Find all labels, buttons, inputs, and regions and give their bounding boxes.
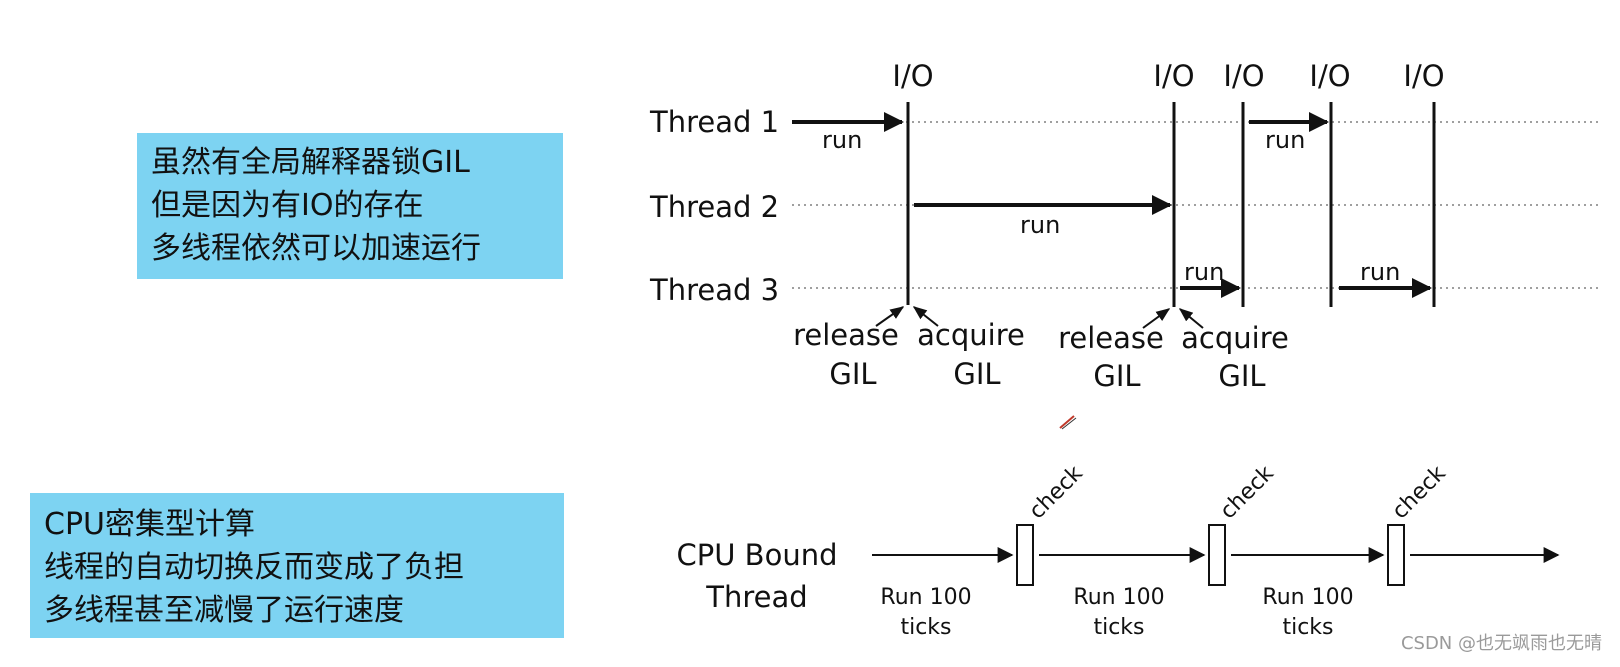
run-ticks-unit-3: ticks bbox=[1282, 615, 1333, 640]
gil-note-line-1: 虽然有全局解释器锁GIL bbox=[151, 145, 470, 180]
acquire-label-1: acquire bbox=[917, 318, 1025, 352]
check-label-3: check bbox=[1388, 461, 1451, 524]
thread-1-run-label-2: run bbox=[1265, 126, 1305, 154]
run-ticks-label-1: Run 100 bbox=[880, 585, 971, 610]
thread-2-label: Thread 2 bbox=[649, 190, 779, 224]
run-ticks-unit-2: ticks bbox=[1093, 615, 1144, 640]
release-pointer-1 bbox=[875, 306, 905, 327]
cpu-note-line-1: CPU密集型计算 bbox=[44, 507, 255, 542]
acquire-gil-label-1: GIL bbox=[953, 357, 1000, 391]
pen-cursor-icon bbox=[1059, 415, 1077, 430]
release-label-1: release bbox=[793, 318, 899, 352]
cpu-note-line-3: 多线程甚至减慢了运行速度 bbox=[44, 593, 404, 628]
io-label-5: I/O bbox=[1403, 59, 1444, 93]
gil-note-line-2: 但是因为有IO的存在 bbox=[151, 188, 424, 223]
cpu-title-line-2: Thread bbox=[705, 580, 807, 614]
run-ticks-unit-1: ticks bbox=[900, 615, 951, 640]
thread-3-label: Thread 3 bbox=[649, 273, 779, 307]
acquire-gil-label-2: GIL bbox=[1218, 359, 1265, 393]
thread-3-run-label-1: run bbox=[1184, 258, 1224, 286]
check-box-3 bbox=[1387, 524, 1405, 586]
thread-1-run-label-1: run bbox=[822, 126, 862, 154]
io-label-3: I/O bbox=[1223, 59, 1264, 93]
cpu-title-line-1: CPU Bound bbox=[677, 538, 838, 572]
watermark: CSDN @也无飒雨也无晴 bbox=[1400, 633, 1602, 654]
check-box-1 bbox=[1016, 524, 1034, 586]
thread-3-run-label-2: run bbox=[1360, 258, 1400, 286]
acquire-pointer-2 bbox=[1178, 308, 1204, 329]
io-label-2: I/O bbox=[1153, 59, 1194, 93]
io-label-4: I/O bbox=[1309, 59, 1350, 93]
cpu-note-box: CPU密集型计算 线程的自动切换反而变成了负担 多线程甚至减慢了运行速度 bbox=[30, 493, 564, 638]
release-gil-label-2: GIL bbox=[1093, 359, 1140, 393]
cpu-diagram: CPU Bound Thread check check check Run 1… bbox=[677, 461, 1560, 640]
thread-1-label: Thread 1 bbox=[649, 105, 779, 139]
io-label-1: I/O bbox=[892, 59, 933, 93]
acquire-label-2: acquire bbox=[1181, 321, 1289, 355]
io-diagram: I/O I/O I/O I/O I/O Thread 1 Thread 2 Th… bbox=[649, 59, 1600, 393]
check-label-2: check bbox=[1216, 461, 1279, 524]
gil-note-line-3: 多线程依然可以加速运行 bbox=[151, 231, 481, 266]
thread-2-run-label: run bbox=[1020, 211, 1060, 239]
acquire-pointer-1 bbox=[912, 306, 939, 327]
release-pointer-2 bbox=[1142, 308, 1171, 329]
release-gil-label-1: GIL bbox=[829, 357, 876, 391]
release-label-2: release bbox=[1058, 321, 1164, 355]
run-ticks-label-2: Run 100 bbox=[1073, 585, 1164, 610]
run-ticks-label-3: Run 100 bbox=[1262, 585, 1353, 610]
cpu-note-line-2: 线程的自动切换反而变成了负担 bbox=[44, 550, 464, 585]
check-label-1: check bbox=[1025, 461, 1088, 524]
gil-note-box: 虽然有全局解释器锁GIL 但是因为有IO的存在 多线程依然可以加速运行 bbox=[137, 133, 563, 279]
check-box-2 bbox=[1208, 524, 1226, 586]
